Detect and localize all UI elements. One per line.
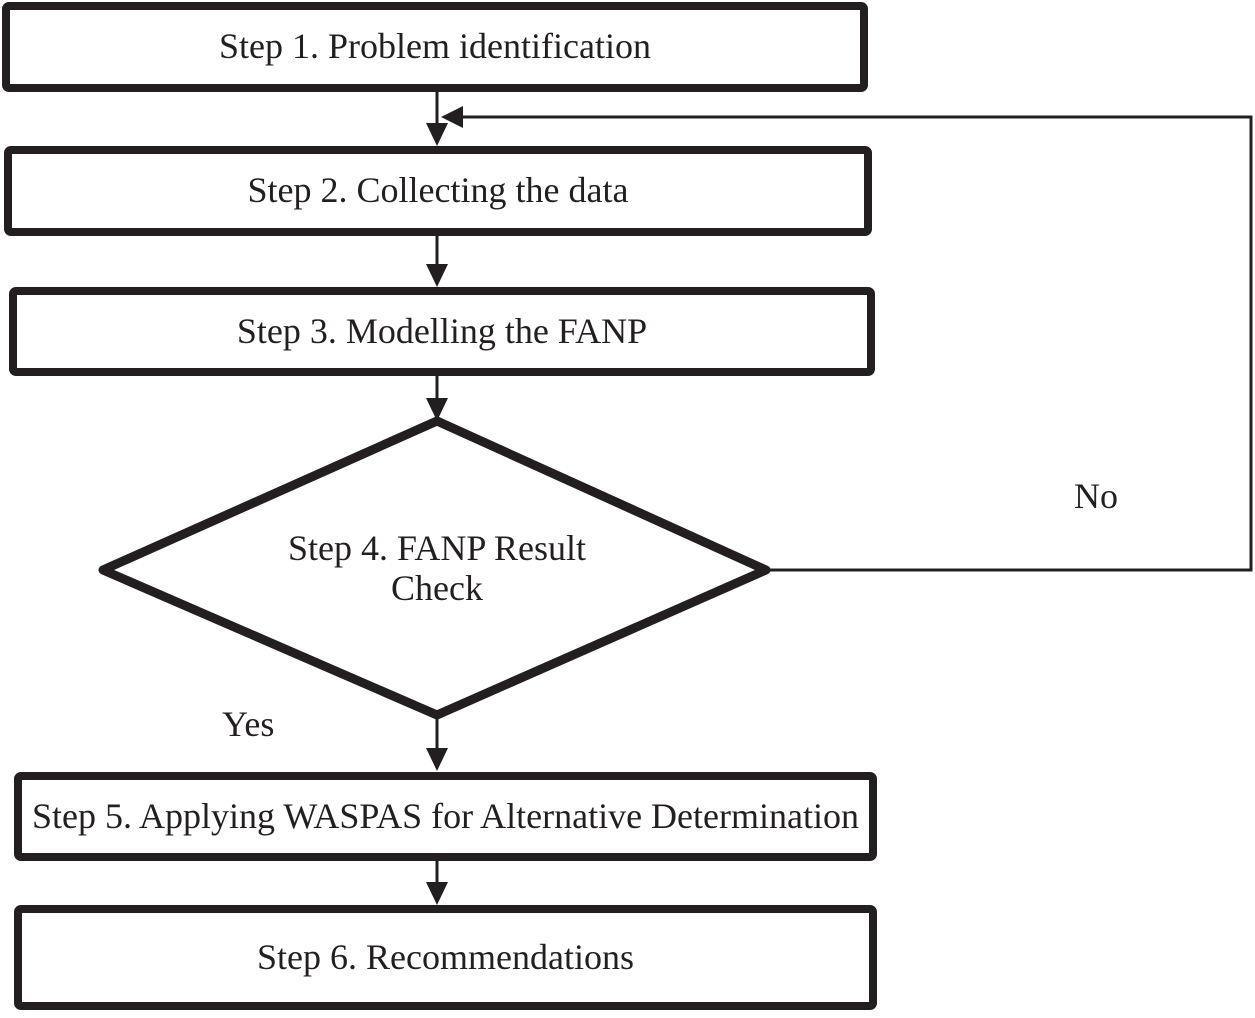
step-1-box: Step 1. Problem identification [2,2,868,92]
step-4-label: Step 4. FANP Result Check [287,528,587,608]
arrow-step4-to-step5-head [426,748,448,771]
no-feedback-arrowhead [441,106,463,128]
step-5-box: Step 5. Applying WASPAS for Alternative … [14,772,877,861]
arrow-step2-to-step3-head [426,264,448,287]
step-1-label: Step 1. Problem identification [219,26,651,67]
step-6-box: Step 6. Recommendations [14,905,877,1010]
arrow-step1-to-step2-head [426,123,448,146]
arrow-step5-to-step6-head [426,882,448,905]
no-branch-label: No [1074,476,1118,516]
step-2-label: Step 2. Collecting the data [247,170,629,211]
no-feedback-line [462,115,1253,572]
yes-branch-label: Yes [222,704,275,744]
step-3-label: Step 3. Modelling the FANP [236,310,648,351]
arrow-step3-to-step4-head [426,398,448,421]
step-3-box: Step 3. Modelling the FANP [9,287,875,376]
step-5-label: Step 5. Applying WASPAS for Alternative … [32,795,859,836]
step-6-label: Step 6. Recommendations [257,936,634,977]
step-2-box: Step 2. Collecting the data [4,146,872,236]
